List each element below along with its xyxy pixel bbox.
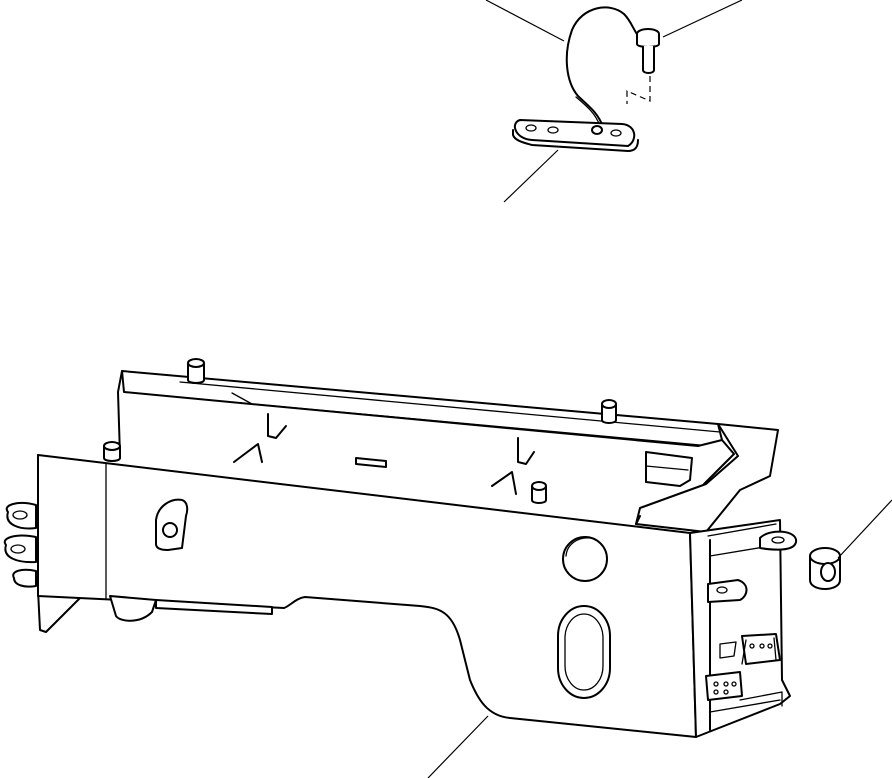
leader-line-pin bbox=[662, 0, 743, 38]
strap-plate-part bbox=[512, 119, 639, 152]
main-frame-part bbox=[3, 358, 797, 738]
leader-line-ring-spacer bbox=[837, 499, 892, 559]
pin-bolt-icon bbox=[636, 28, 660, 74]
flat-strap-plate-icon bbox=[512, 119, 639, 152]
leader-line-strap-plate bbox=[503, 149, 559, 203]
ring-spacer-icon bbox=[809, 547, 841, 590]
pin-bolt-part bbox=[626, 28, 660, 104]
wire-loop-part bbox=[565, 6, 641, 128]
wire-loop-icon bbox=[565, 6, 641, 128]
leader-line-wire-loop bbox=[485, 0, 565, 42]
main-frame-housing-icon bbox=[3, 358, 797, 738]
leader-line-frame bbox=[427, 715, 489, 778]
ring-spacer-part bbox=[809, 547, 841, 590]
leader-lines bbox=[427, 0, 892, 778]
